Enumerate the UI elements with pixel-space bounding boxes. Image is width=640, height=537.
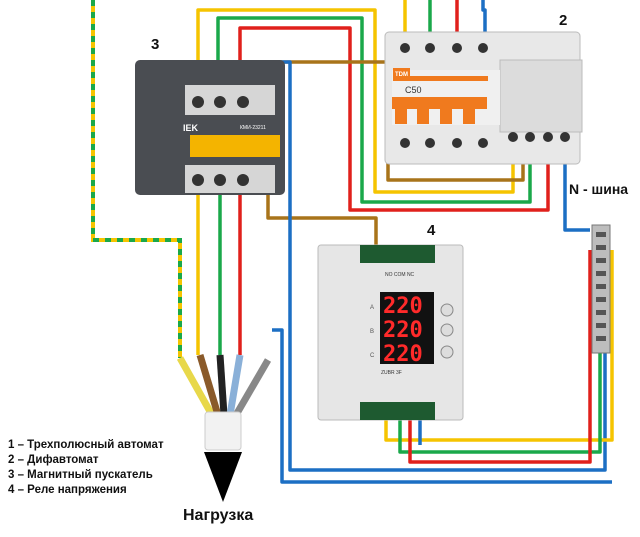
label-diff-breaker: 2	[559, 12, 568, 29]
label-load: Нагрузка	[183, 507, 254, 524]
phase-b-label: B	[370, 329, 374, 335]
legend-item: 4 – Реле напряжения	[8, 484, 127, 496]
legend-item: 1 – Трехполюсный автомат	[8, 439, 164, 451]
wire-blue-in	[481, 0, 487, 32]
phase-c-label: C	[370, 353, 375, 359]
phase-a-label: A	[370, 305, 374, 311]
voltage-relay: NO COM NC 220 220 220 A B C ZUBR 3F	[317, 244, 464, 421]
legend: 1 – Трехполюсный автомат 2 – Дифавтомат …	[8, 438, 164, 498]
load-cable	[176, 353, 272, 502]
wire-green	[216, 16, 532, 204]
wire-red	[238, 26, 550, 212]
wire-red-relay	[408, 250, 592, 464]
relay-terminals: NO COM NC	[385, 272, 415, 278]
load-arrow-icon	[204, 452, 242, 502]
contactor-brand: IEK	[183, 123, 199, 133]
label-n-bus: N - шина	[569, 181, 629, 197]
breaker-brand: TDM	[395, 72, 408, 78]
wire-brown-relay	[266, 195, 378, 248]
neutral-bus	[591, 224, 611, 354]
legend-item: 2 – Дифавтомат	[8, 454, 99, 466]
wire-yellow-relay	[384, 250, 614, 442]
wire-blue-breaker	[563, 160, 590, 232]
breaker-rating: C50	[405, 85, 422, 95]
wire-yellow	[196, 8, 515, 194]
relay-button-p[interactable]	[440, 323, 454, 337]
phase-a-reading: 220	[383, 294, 423, 319]
label-contactor: 3	[151, 36, 160, 53]
phase-c-reading: 220	[383, 342, 423, 367]
diff-breaker: TDM C50	[384, 31, 583, 165]
contactor-model: КМИ-23211	[240, 125, 266, 131]
legend-item: 3 – Магнитный пускатель	[8, 469, 153, 481]
wire-brown-load	[272, 328, 612, 484]
relay-button-down[interactable]	[440, 345, 454, 359]
phase-b-reading: 220	[383, 318, 423, 343]
relay-button-up[interactable]	[440, 303, 454, 317]
relay-brand: ZUBR 3F	[381, 370, 402, 376]
magnetic-contactor: IEK КМИ-23211	[135, 60, 285, 195]
label-relay: 4	[427, 222, 436, 239]
